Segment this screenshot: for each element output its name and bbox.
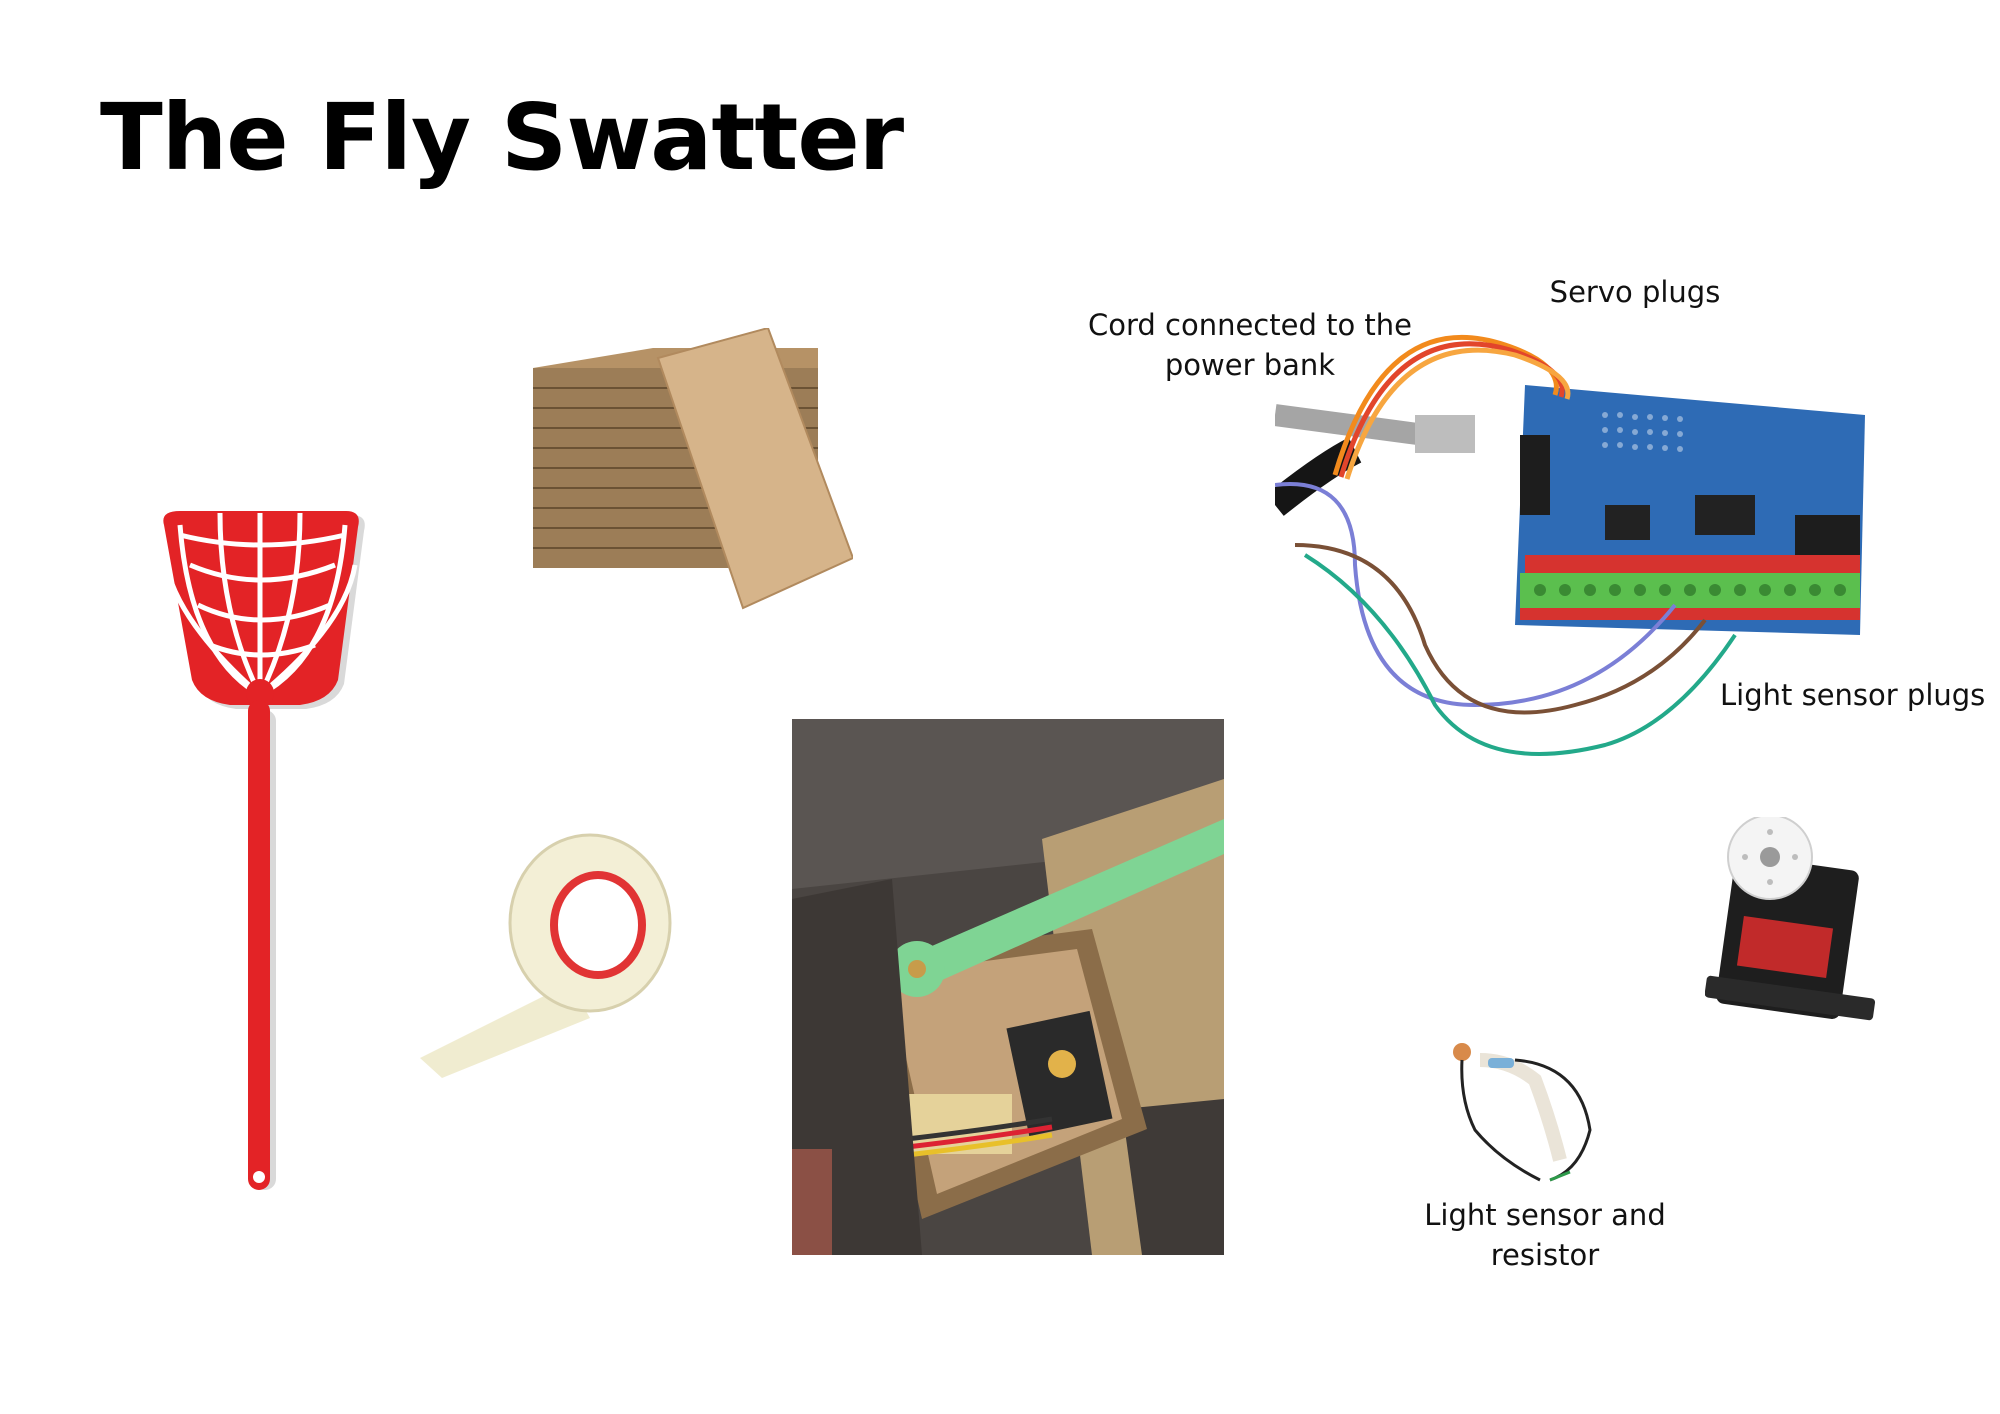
page-title: The Fly Swatter [100, 84, 904, 191]
servo-build-photo [792, 719, 1224, 1255]
arduino-motor-shield-icon [1275, 334, 1865, 756]
servo-motor-icon [1705, 817, 1876, 1021]
light-sensor-resistor-line2: resistor [1490, 1238, 1600, 1272]
cord-label-line2: power bank [1164, 348, 1336, 382]
cardboard-stack-image [533, 328, 853, 613]
fly-swatter-icon [163, 511, 365, 1190]
servo-motor-image [1705, 817, 1885, 1022]
fly-swatter-image [150, 505, 390, 1205]
cardboard-stack-icon [533, 328, 853, 610]
masking-tape-image [420, 833, 680, 1078]
cord-label: Cord connected to the power bank [1075, 305, 1425, 385]
servo-plugs-label: Servo plugs [1549, 275, 1721, 309]
light-sensor-plugs-label: Light sensor plugs [1720, 678, 1986, 712]
light-sensor-image [1440, 1040, 1600, 1190]
cord-label-line1: Cord connected to the [1087, 308, 1413, 342]
masking-tape-icon [420, 833, 672, 1078]
arduino-wiring-image [1275, 305, 1875, 825]
light-sensor-resistor-label: Light sensor and resistor [1405, 1195, 1685, 1275]
light-sensor-icon [1453, 1043, 1592, 1182]
light-sensor-resistor-line1: Light sensor and [1424, 1198, 1666, 1232]
